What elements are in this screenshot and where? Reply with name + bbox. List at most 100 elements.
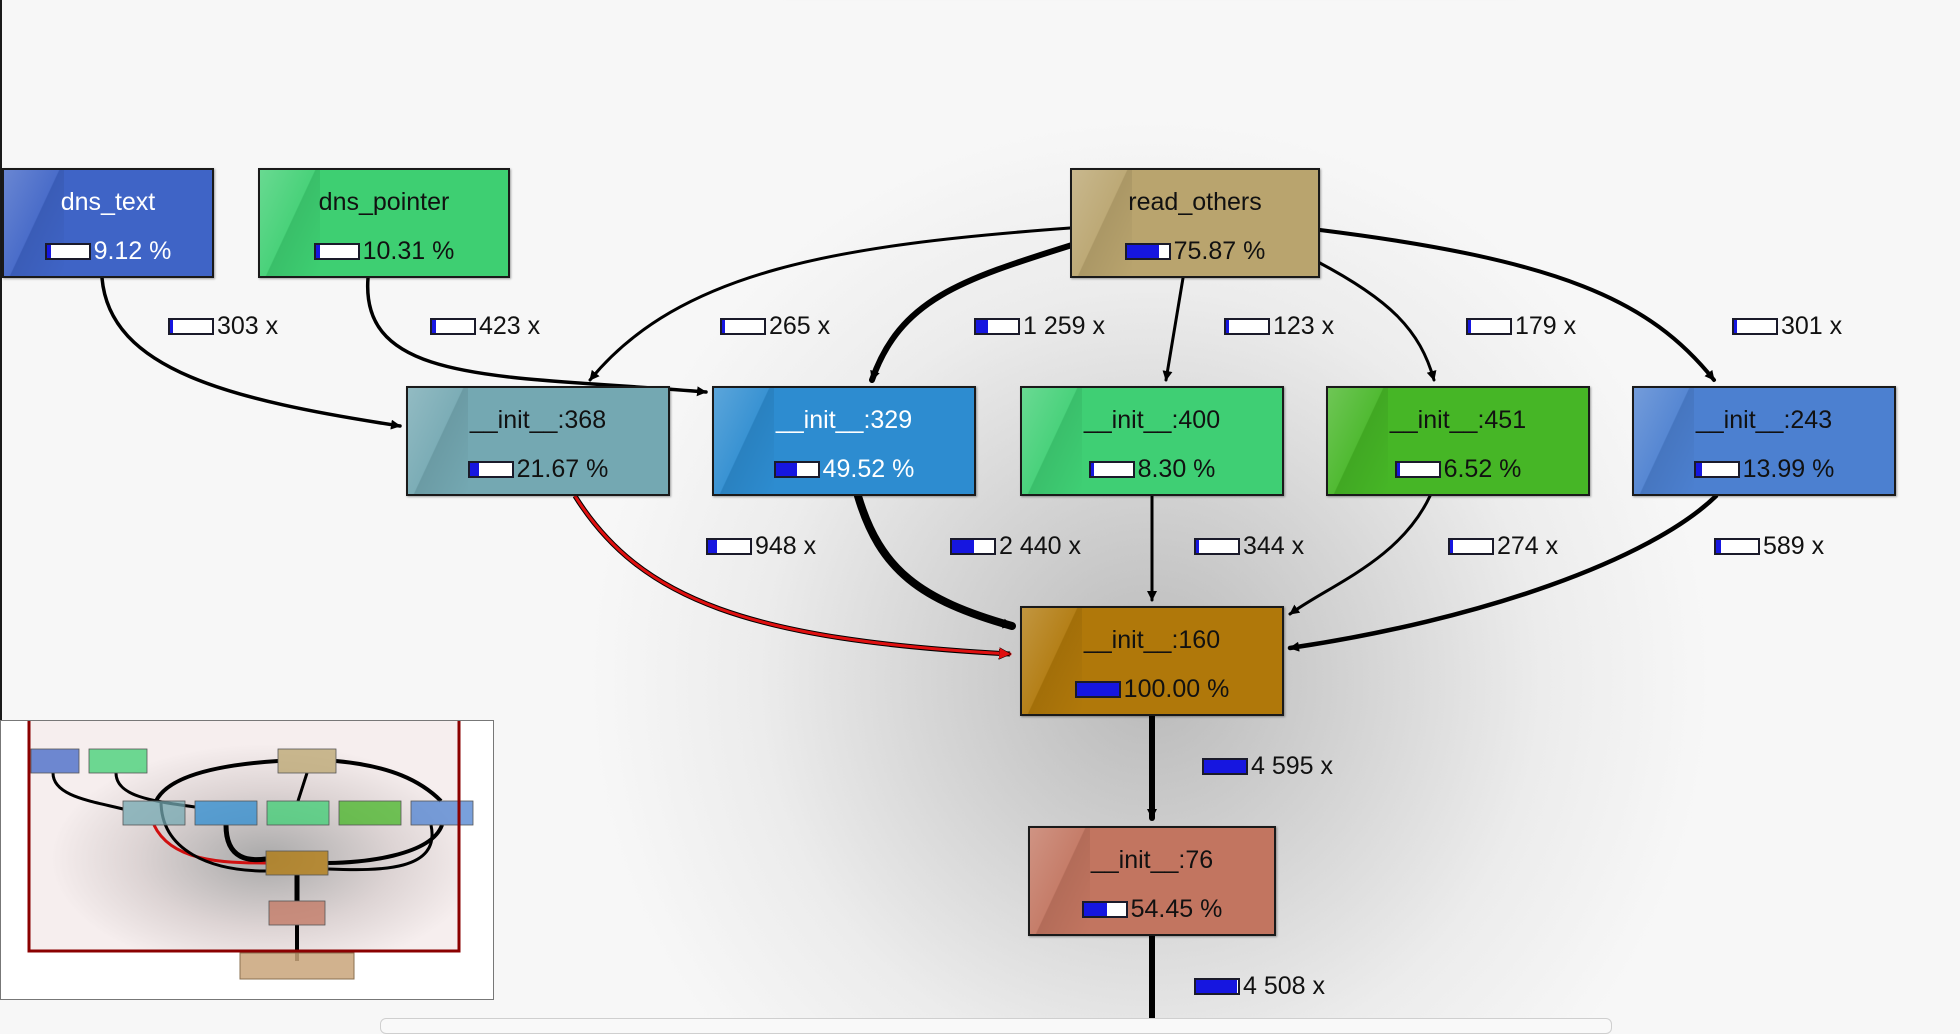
node-chevron-decoration xyxy=(260,170,320,276)
node-percent-bar xyxy=(313,243,360,260)
node-title: __init__:160 xyxy=(1083,626,1221,654)
edge-count-label: 423 x xyxy=(430,312,540,341)
minimap-edge xyxy=(327,824,444,865)
edge-count-text: 1 259 x xyxy=(1023,312,1106,340)
edge-count-bar xyxy=(1714,538,1760,555)
edge-count-bar xyxy=(1194,538,1240,555)
edge-count-label: 4 595 x xyxy=(1202,752,1333,781)
minimap-node-init-368 xyxy=(122,800,186,826)
node-percent-text: 13.99 % xyxy=(1742,455,1835,483)
node-title: __init__:329 xyxy=(775,406,913,434)
edge-count-bar-fill xyxy=(1204,760,1246,773)
node-init-243[interactable]: __init__:243 13.99 % xyxy=(1632,386,1896,496)
edge-count-label: 1 259 x xyxy=(974,312,1105,341)
node-percent-text: 75.87 % xyxy=(1173,237,1266,265)
edge-count-bar xyxy=(720,318,766,335)
edge-count-text: 123 x xyxy=(1273,312,1335,340)
node-percent-row: 21.67 % xyxy=(408,455,668,484)
node-title: dns_text xyxy=(60,188,156,216)
edge-count-text: 589 x xyxy=(1763,532,1825,560)
edge-count-bar xyxy=(706,538,752,555)
node-chevron-decoration xyxy=(1328,388,1388,494)
edge-count-bar-fill xyxy=(722,320,725,333)
edge-count-bar xyxy=(168,318,214,335)
edge-count-text: 4 508 x xyxy=(1243,972,1326,1000)
minimap-node-dns-pointer xyxy=(88,748,148,774)
edge-count-bar xyxy=(1448,538,1494,555)
edge-init_243-to-init_160[interactable] xyxy=(1287,493,1719,652)
edge-count-text: 423 x xyxy=(479,312,541,340)
edge-count-text: 2 440 x xyxy=(999,532,1082,560)
minimap-diagram xyxy=(27,721,474,980)
node-percent-text: 100.00 % xyxy=(1123,675,1230,703)
edge-count-label: 303 x xyxy=(168,312,278,341)
edge-count-label: 265 x xyxy=(720,312,830,341)
node-read-others[interactable]: read_others 75.87 % xyxy=(1070,168,1320,278)
edge-init_368-to-init_160[interactable] xyxy=(573,494,1012,654)
edge-count-label: 301 x xyxy=(1732,312,1842,341)
node-percent-text: 54.45 % xyxy=(1130,895,1223,923)
node-title: dns_pointer xyxy=(318,188,450,216)
node-chevron-decoration xyxy=(1030,828,1090,934)
edge-count-bar-fill xyxy=(1450,540,1453,553)
edge-count-label: 2 440 x xyxy=(950,532,1081,561)
minimap-node-init-243 xyxy=(410,800,474,826)
node-percent-bar-fill xyxy=(1126,245,1159,258)
node-percent-bar xyxy=(1693,461,1740,478)
edge-count-label: 179 x xyxy=(1466,312,1576,341)
node-percent-bar xyxy=(1088,461,1135,478)
node-percent-bar xyxy=(1081,901,1128,918)
node-percent-text: 21.67 % xyxy=(516,455,609,483)
minimap-node-init-160 xyxy=(265,850,329,876)
edge-count-bar-fill xyxy=(432,320,436,333)
minimap-edge xyxy=(51,772,124,811)
node-percent-bar-fill xyxy=(315,245,320,258)
edge-read_others-to-init_243[interactable] xyxy=(1318,228,1716,382)
node-title: read_others xyxy=(1128,188,1262,216)
edge-count-text: 344 x xyxy=(1243,532,1305,560)
node-percent-row: 8.30 % xyxy=(1022,455,1282,484)
edge-init_451-to-init_160[interactable] xyxy=(1288,494,1432,616)
overview-minimap[interactable] xyxy=(0,720,494,1000)
node-percent-bar xyxy=(44,243,91,260)
edge-count-label: 344 x xyxy=(1194,532,1304,561)
edge-count-bar-fill xyxy=(952,540,974,553)
edge-count-text: 303 x xyxy=(217,312,279,340)
minimap-node-init-451 xyxy=(338,800,402,826)
node-percent-text: 10.31 % xyxy=(362,237,455,265)
edge-count-bar-fill xyxy=(1716,540,1721,553)
edge-read_others-to-init_329[interactable] xyxy=(869,242,1075,383)
node-chevron-decoration xyxy=(1072,170,1132,276)
edge-read_others-to-init_451[interactable] xyxy=(1316,260,1437,382)
minimap-viewport-frame[interactable] xyxy=(27,721,461,953)
node-title: __init__:400 xyxy=(1083,406,1221,434)
edge-dns_text-to-init_368[interactable] xyxy=(100,276,402,430)
edge-count-text: 301 x xyxy=(1781,312,1843,340)
node-dns-pointer[interactable]: dns_pointer 10.31 % xyxy=(258,168,510,278)
node-percent-bar-fill xyxy=(775,463,797,476)
node-percent-bar-fill xyxy=(469,463,479,476)
edge-count-bar xyxy=(1466,318,1512,335)
edge-count-text: 179 x xyxy=(1515,312,1577,340)
edge-count-text: 265 x xyxy=(769,312,831,340)
edge-init_329-to-init_160[interactable] xyxy=(854,492,1016,630)
node-init-160[interactable]: __init__:160 100.00 % xyxy=(1020,606,1284,716)
bottom-panel-edge xyxy=(380,1018,1612,1034)
node-title: __init__:243 xyxy=(1695,406,1833,434)
edge-count-bar-fill xyxy=(708,540,717,553)
edge-count-bar xyxy=(950,538,996,555)
node-chevron-decoration xyxy=(1634,388,1694,494)
node-init-400[interactable]: __init__:400 8.30 % xyxy=(1020,386,1284,496)
edge-read_others-to-init_400[interactable] xyxy=(1162,276,1185,382)
minimap-node-init-329 xyxy=(194,800,258,826)
minimap-edge xyxy=(335,759,443,803)
edge-read_others-to-init_368[interactable] xyxy=(588,226,1072,382)
left-border-line xyxy=(0,0,2,720)
node-title: __init__:451 xyxy=(1389,406,1527,434)
